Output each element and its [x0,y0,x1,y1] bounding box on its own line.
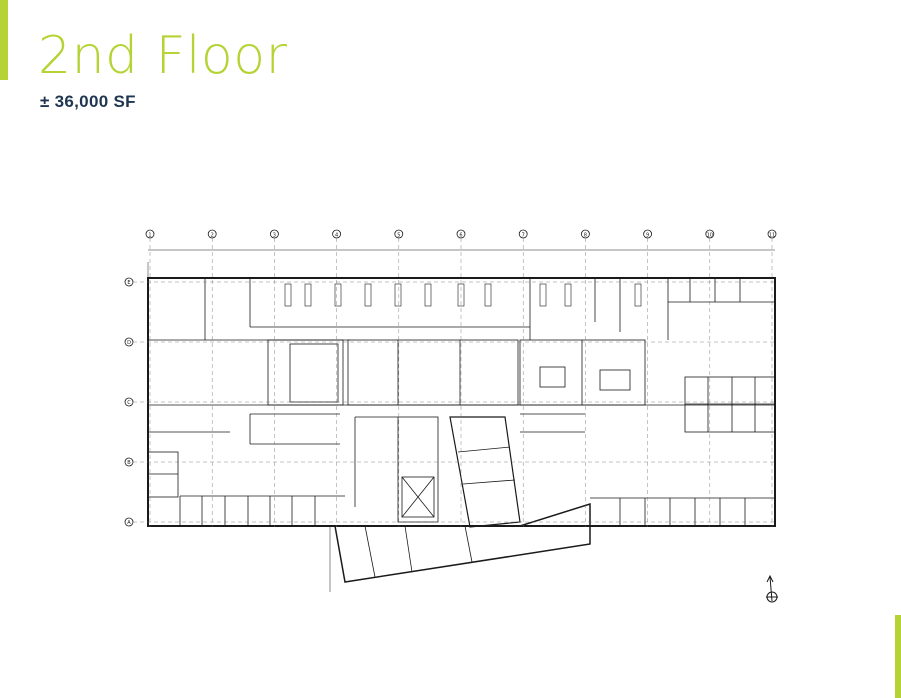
floor-plan: 1 2 3 4 5 6 7 8 9 10 11 E D C B A [124,229,777,592]
grid-column-bubble: 6 [456,229,466,239]
area-label: ± 36,000 SF [40,92,136,111]
north-arrow-icon [766,574,778,603]
grid-column-bubble: 8 [580,229,590,239]
accent-bar-left [0,0,8,80]
grid-column-label: 9 [646,233,649,239]
grid-column-label: 7 [522,233,525,239]
grid-column-bubble: 7 [518,229,528,239]
grid-row-bubble: B [124,457,134,467]
grid-column-markers: 1 2 3 4 5 6 7 8 9 10 11 [145,229,777,239]
grid-column-bubble: 5 [394,229,404,239]
grid-column-bubble: 3 [269,229,279,239]
grid-row-label: A [127,520,131,526]
grid-column-label: 2 [211,233,214,239]
grid-column-label: 5 [397,233,400,239]
page-title: 2nd Floor [38,26,288,86]
grid-row-label: E [127,280,130,286]
grid-row-markers: E D C B A [124,277,134,527]
grid-column-bubble: 9 [643,229,652,239]
grid-column-label: 1 [148,233,151,239]
grid-column-bubble: 11 [767,229,777,239]
grid-row-bubble: A [124,517,134,527]
grid-row-label: C [127,400,131,406]
grid-column-label: 6 [459,233,462,239]
grid-column-bubble: 2 [207,229,217,239]
grid-column-label: 10 [707,233,713,239]
grid-column-label: 3 [273,233,276,239]
grid-column-label: 4 [335,233,338,239]
grid-column-label: 8 [584,233,587,239]
grid-column-bubble: 1 [145,229,155,239]
grid-column-label: 11 [769,233,775,239]
grid-row-bubble: E [124,277,134,287]
grid-row-bubble: D [124,337,134,347]
grid-row-label: D [127,340,131,346]
grid-column-bubble: 4 [332,229,342,239]
grid-column-bubble: 10 [705,229,715,239]
grid-row-label: B [127,460,131,466]
accent-bar-right [895,615,901,698]
grid-row-bubble: C [124,397,134,407]
